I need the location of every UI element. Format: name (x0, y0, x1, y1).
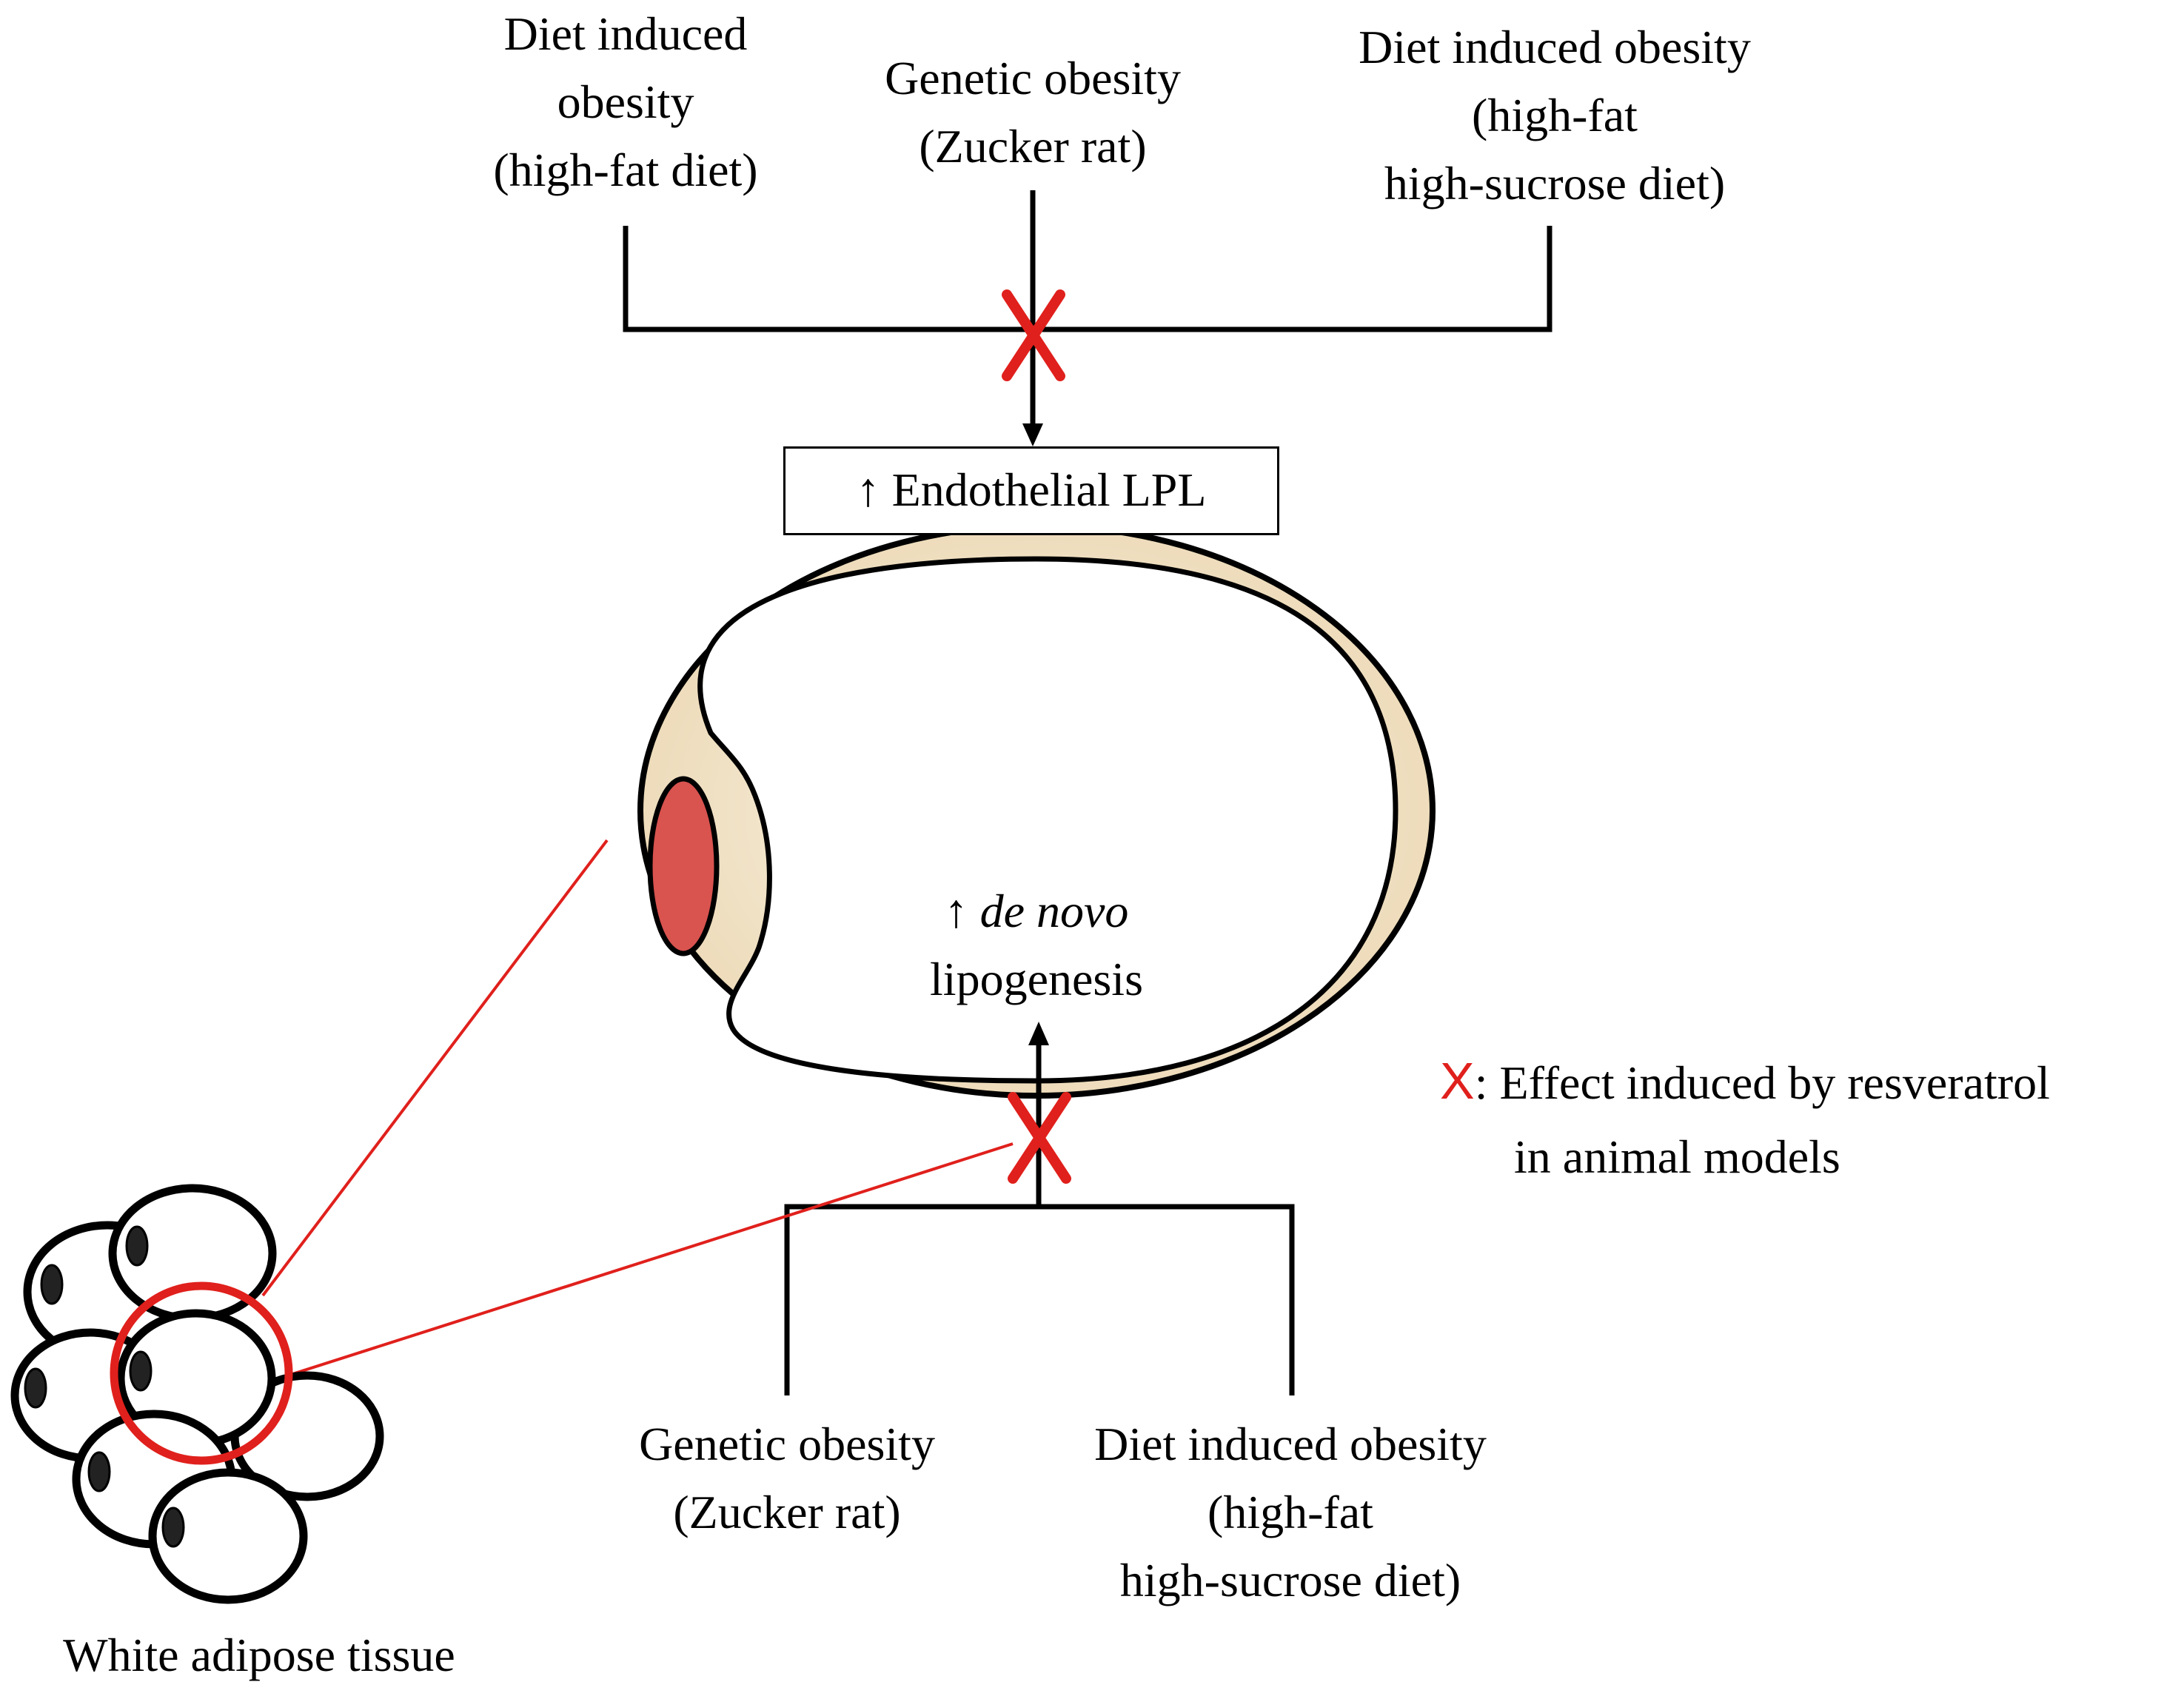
up-arrow-icon: ↑ (944, 885, 968, 937)
adipose-tissue-cluster (10, 1184, 384, 1604)
up-arrow-icon: ↑ (856, 463, 880, 516)
legend-text-line2: in animal models (1514, 1130, 1840, 1183)
de-novo-text: de novo (979, 885, 1129, 937)
zoom-highlight-circle (110, 1281, 293, 1465)
endothelial-arrowhead (1022, 423, 1043, 446)
legend-text-line1: : Effect induced by resveratrol (1474, 1056, 2050, 1109)
bottom-inhibition-x-icon (1008, 1092, 1071, 1184)
endothelial-lpl-text: Endothelial LPL (891, 463, 1207, 516)
top-center-label: Genetic obesity (Zucker rat) (885, 52, 1181, 172)
legend: X: Effect induced by resveratrol in anim… (1440, 1044, 2050, 1194)
legend-x-icon: X (1440, 1052, 1475, 1110)
zoom-lines (261, 839, 1014, 1376)
top-right-label: Diet induced obesity (high-fat high-sucr… (1359, 21, 1751, 210)
top-bracket (623, 190, 1552, 426)
bottom-bracket (784, 1044, 1295, 1395)
small-adipocyte (148, 1468, 308, 1604)
adipocyte-nucleus (647, 776, 720, 956)
top-left-label: Diet induced obesity (high-fat diet) (493, 7, 758, 196)
lipogenesis-arrowhead (1028, 1022, 1049, 1045)
lipogenesis-label: ↑ de novo lipogenesis (851, 877, 1222, 1013)
adipocyte-lipid-droplet (697, 556, 1399, 1084)
bottom-right-label: Diet induced obesity (high-fat high-sucr… (1094, 1418, 1487, 1606)
white-adipose-tissue-label: White adipose tissue (63, 1629, 455, 1681)
top-inhibition-x-icon (1002, 289, 1065, 381)
adipocyte-cell (637, 523, 1436, 1099)
endothelial-lpl-box: ↑ Endothelial LPL (783, 446, 1279, 535)
bottom-left-label: Genetic obesity (Zucker rat) (639, 1418, 935, 1538)
lipogenesis-text: lipogenesis (930, 953, 1143, 1005)
